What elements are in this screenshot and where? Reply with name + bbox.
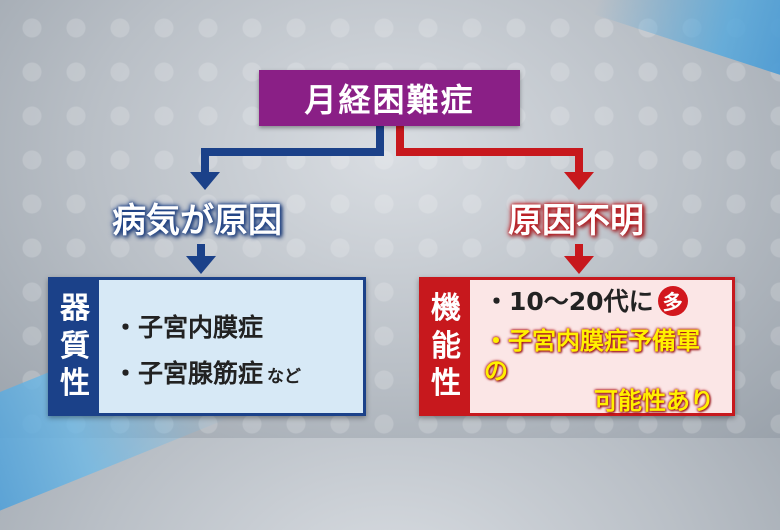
highlight-line-2: 可能性あり bbox=[594, 386, 714, 415]
highlight-line-1: ・子宮内膜症予備軍の bbox=[484, 326, 700, 385]
right-connector bbox=[396, 126, 583, 178]
functional-panel-body: ・10～20代に多 ・子宮内膜症予備軍の 可能性あり bbox=[470, 280, 732, 416]
functional-panel: 機 能 性 ・10～20代に多 ・子宮内膜症予備軍の 可能性あり bbox=[419, 277, 735, 416]
diagram-title-box: 月経困難症 bbox=[259, 70, 520, 126]
left-arrow-bottom bbox=[186, 256, 216, 274]
left-connector bbox=[201, 126, 384, 178]
functional-tag-char: 機 bbox=[431, 291, 461, 327]
functional-tag-char: 性 bbox=[431, 366, 461, 402]
organic-item-text: ・子宮腺筋症 bbox=[113, 358, 264, 388]
organic-tag: 器 質 性 bbox=[51, 280, 99, 413]
organic-panel: 器 質 性 ・子宮内膜症 ・子宮腺筋症など bbox=[48, 277, 366, 416]
right-branch-label: 原因不明 bbox=[508, 201, 644, 241]
right-arrow-top bbox=[564, 172, 594, 190]
organic-panel-body: ・子宮内膜症 ・子宮腺筋症など bbox=[99, 280, 363, 413]
left-branch-label: 病気が原因 bbox=[112, 201, 282, 241]
right-arrow-bottom bbox=[564, 256, 594, 274]
organic-item-adenomyosis: ・子宮腺筋症など bbox=[113, 354, 353, 390]
organic-tag-char: 器 bbox=[60, 291, 90, 327]
organic-item-endometriosis: ・子宮内膜症 bbox=[113, 308, 353, 344]
functional-tag-char: 能 bbox=[431, 328, 461, 364]
functional-item-age: ・10～20代に多 bbox=[484, 282, 722, 318]
functional-tag: 機 能 性 bbox=[422, 280, 470, 413]
many-badge: 多 bbox=[657, 285, 688, 316]
organic-item-text: ・子宮内膜症 bbox=[113, 312, 264, 342]
organic-tag-char: 質 bbox=[60, 328, 90, 364]
left-arrow-top bbox=[190, 172, 220, 190]
connector-lines bbox=[186, 126, 594, 274]
functional-item-text: ・10～20代に bbox=[484, 286, 654, 316]
functional-highlight: ・子宮内膜症予備軍の 可能性あり bbox=[484, 326, 722, 416]
organic-item-suffix: など bbox=[267, 366, 302, 387]
organic-tag-char: 性 bbox=[60, 366, 90, 402]
diagram-title: 月経困難症 bbox=[304, 81, 475, 119]
